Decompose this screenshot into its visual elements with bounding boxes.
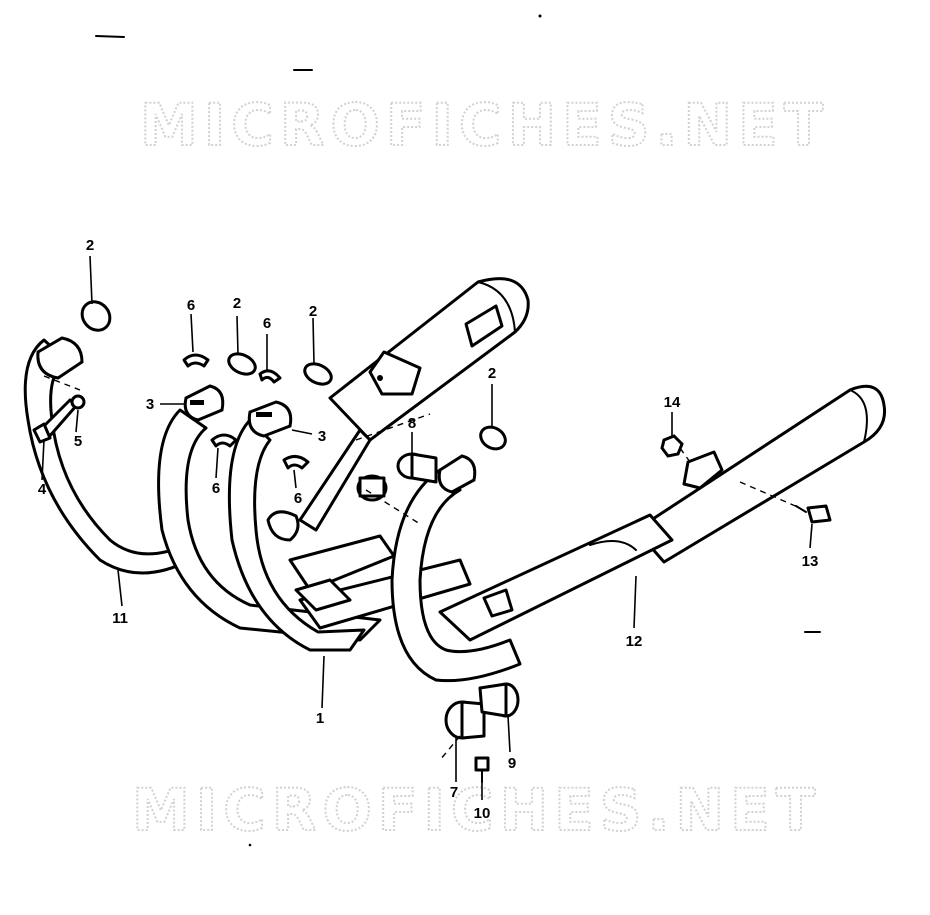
flange-3-a [183,384,225,422]
clamp-9 [478,682,520,718]
nut-14 [660,434,684,458]
bolt-13 [795,504,832,524]
flange-3-b [247,400,293,438]
washer-5 [70,394,86,410]
callout-13-bolt: 13 [802,553,819,570]
callout-8-joint: 8 [408,415,416,432]
callout-10-bolt: 10 [474,805,491,822]
callout-2-gasket-d: 2 [488,365,496,382]
bolt-4 [32,398,78,444]
clip-6-b [258,369,282,384]
callout-11-pipe: 11 [112,610,128,627]
callout-9-clamp: 9 [508,755,516,772]
callout-1-header: 1 [316,710,324,727]
callout-14-nut: 14 [664,394,681,411]
pipe-stub [356,474,388,502]
gasket-2-c [303,362,333,386]
callout-6-clip-b: 6 [263,315,271,332]
right-muffler-12 [438,384,887,642]
gasket-2-a [80,300,112,332]
right-header-pipe [390,468,522,683]
left-muffler [328,277,530,442]
callout-6-clip-a: 6 [187,297,195,314]
header-pipes-1 [157,408,472,652]
callout-12-muffler: 12 [626,633,643,650]
flange-right [437,454,477,494]
watermark-bottom: MICROFICHES.NET [132,776,821,844]
clip-6-d [282,455,310,470]
callout-6-clip-c: 6 [212,480,220,497]
callout-7-joint: 7 [450,784,458,801]
leader-lines [41,255,813,800]
watermark-top: MICROFICHES.NET [140,91,829,159]
callout-3-flange-b: 3 [318,428,326,445]
callout-2-gasket-c: 2 [309,303,317,320]
joint-7 [444,700,486,740]
clip-6-a [182,353,210,368]
callout-2-gasket-left: 2 [86,237,94,254]
gasket-2-d [479,425,507,451]
callout-6-clip-d: 6 [294,490,302,507]
callout-5-washer: 5 [74,433,82,450]
callout-4-bolt: 4 [38,481,47,498]
clip-6-c [210,433,238,448]
joint-8 [396,452,438,484]
scan-marks [95,14,821,847]
callout-2-gasket-b: 2 [233,295,241,312]
gasket-2-b [227,352,257,376]
callout-3-flange-a: 3 [146,396,154,413]
callout-labels: 2 6 2 6 2 2 3 3 6 6 4 5 11 1 8 14 13 12 … [38,237,819,822]
bolt-10 [474,756,490,783]
